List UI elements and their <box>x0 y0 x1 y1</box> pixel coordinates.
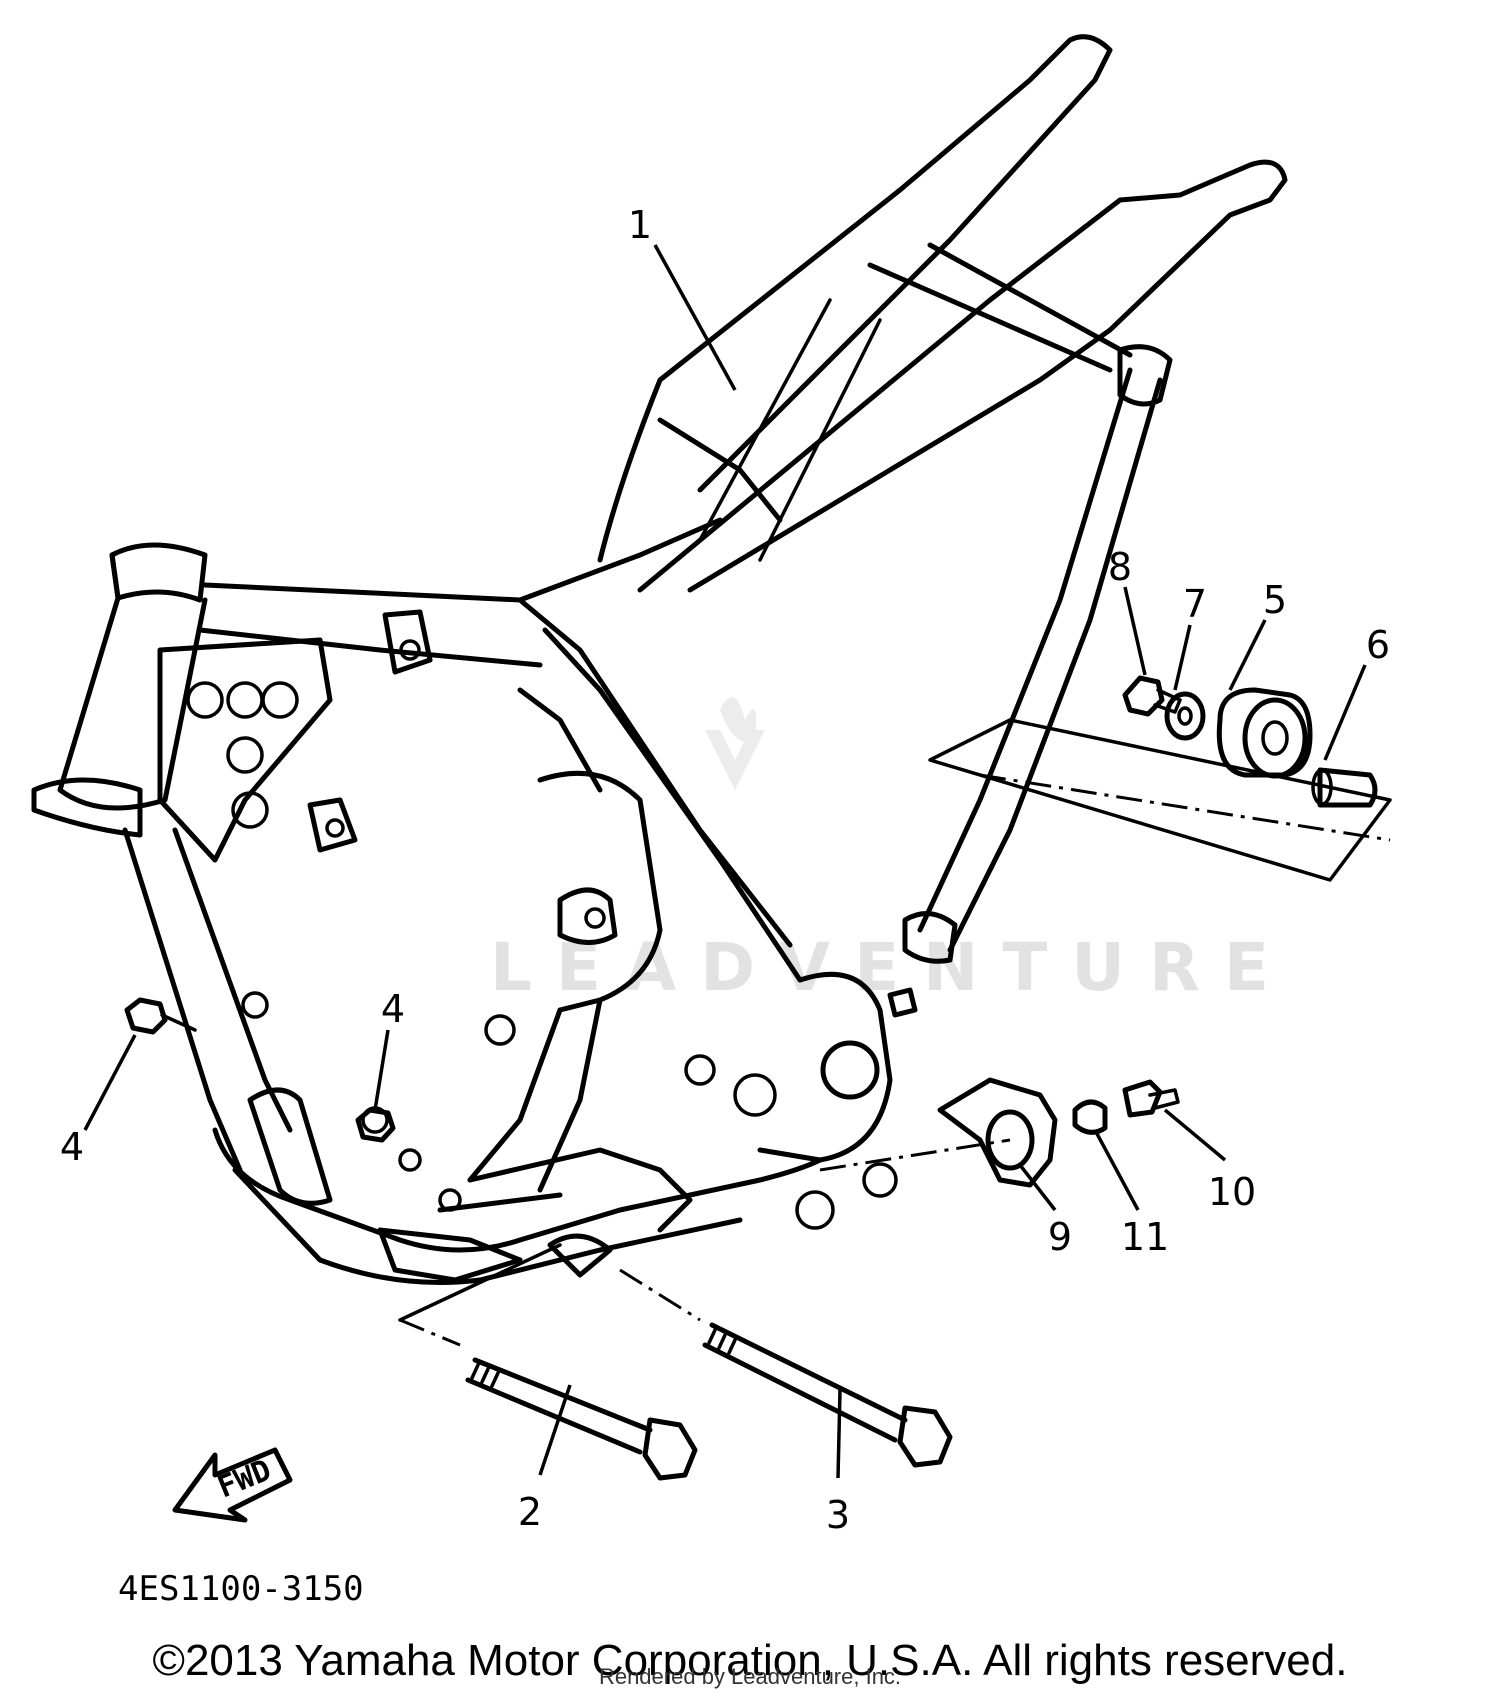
main-frame <box>31 34 1288 1285</box>
bolt-part-8 <box>1122 675 1182 717</box>
washer-part-7 <box>1164 691 1206 741</box>
bolt-part-10 <box>1122 1079 1180 1118</box>
copyright-notice: ©2013 Yamaha Motor Corporation, U.S.A. A… <box>152 1636 1348 1685</box>
bolt-part-3 <box>702 1322 953 1468</box>
callout-2: 2 <box>518 1490 542 1534</box>
watermark: LEADVENTURE <box>490 697 1293 1006</box>
collar-part-11 <box>1072 1099 1108 1135</box>
forward-direction-arrow: FWD <box>172 1447 293 1523</box>
callout-4-left: 4 <box>60 1125 84 1169</box>
callout-9: 9 <box>1048 1215 1072 1259</box>
callout-1: 1 <box>628 203 652 247</box>
callout-5: 5 <box>1263 578 1287 622</box>
nut-part-4-center <box>355 1107 396 1143</box>
nut-part-4-left <box>124 997 197 1035</box>
leader-lines <box>83 244 1367 1479</box>
callout-4-center: 4 <box>381 987 405 1031</box>
callout-10: 10 <box>1208 1170 1256 1214</box>
bolt-part-2 <box>465 1357 698 1481</box>
callout-3: 3 <box>826 1493 850 1537</box>
callout-8: 8 <box>1108 545 1132 589</box>
callout-7: 7 <box>1183 582 1207 626</box>
rendered-by-notice: Rendered by Leadventure, Inc. <box>598 1664 902 1689</box>
collar-part-5 <box>1216 687 1313 779</box>
callout-numbers: 1 2 3 4 4 6 5 7 8 9 11 10 <box>60 203 1390 1537</box>
callout-6: 6 <box>1366 623 1390 667</box>
watermark-text: LEADVENTURE <box>490 929 1293 1006</box>
fwd-label: FWD <box>213 1453 276 1506</box>
callout-11: 11 <box>1121 1215 1169 1259</box>
bracket-part-9 <box>937 1077 1058 1188</box>
diagram-code: 4ES1100-3150 <box>118 1569 364 1609</box>
